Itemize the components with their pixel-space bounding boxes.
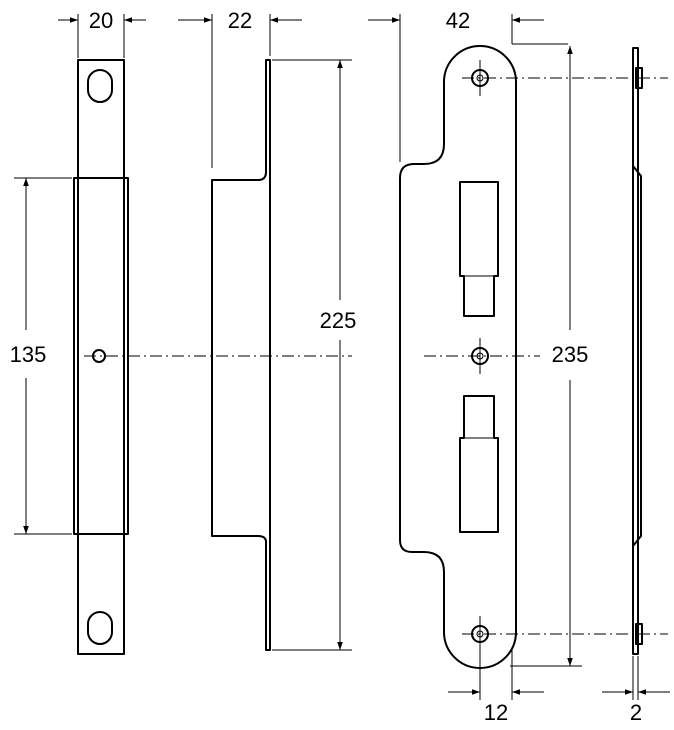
plate-edge-view <box>632 47 643 655</box>
dimension-thickness: 2 <box>602 656 670 725</box>
slot-top-icon <box>87 69 113 103</box>
slot-bottom-icon <box>87 611 113 645</box>
dimension-length-center: 135 <box>10 177 72 535</box>
center-lines <box>84 77 668 635</box>
label-length-plate: 235 <box>552 342 589 367</box>
side-view-keep <box>211 59 271 651</box>
dimension-hole-offset: 12 <box>448 648 544 725</box>
dimension-width-plate: 42 <box>368 8 568 162</box>
label-width-side: 22 <box>228 8 252 33</box>
latch-opening-bottom <box>459 395 499 533</box>
dimension-width-side: 22 <box>178 8 302 168</box>
front-view-strip <box>73 59 129 655</box>
label-length-keep: 225 <box>320 308 357 333</box>
label-width-plate: 42 <box>446 8 470 33</box>
latch-opening-top <box>459 181 499 317</box>
dimension-length-keep: 225 <box>272 59 357 651</box>
label-length-center: 135 <box>10 342 47 367</box>
dimension-width-front: 20 <box>58 8 146 58</box>
plate-front-view <box>399 45 517 669</box>
label-hole-offset: 12 <box>484 700 508 725</box>
label-width-front: 20 <box>89 8 113 33</box>
label-thickness: 2 <box>630 700 642 725</box>
dimension-length-plate: 235 <box>510 46 589 667</box>
